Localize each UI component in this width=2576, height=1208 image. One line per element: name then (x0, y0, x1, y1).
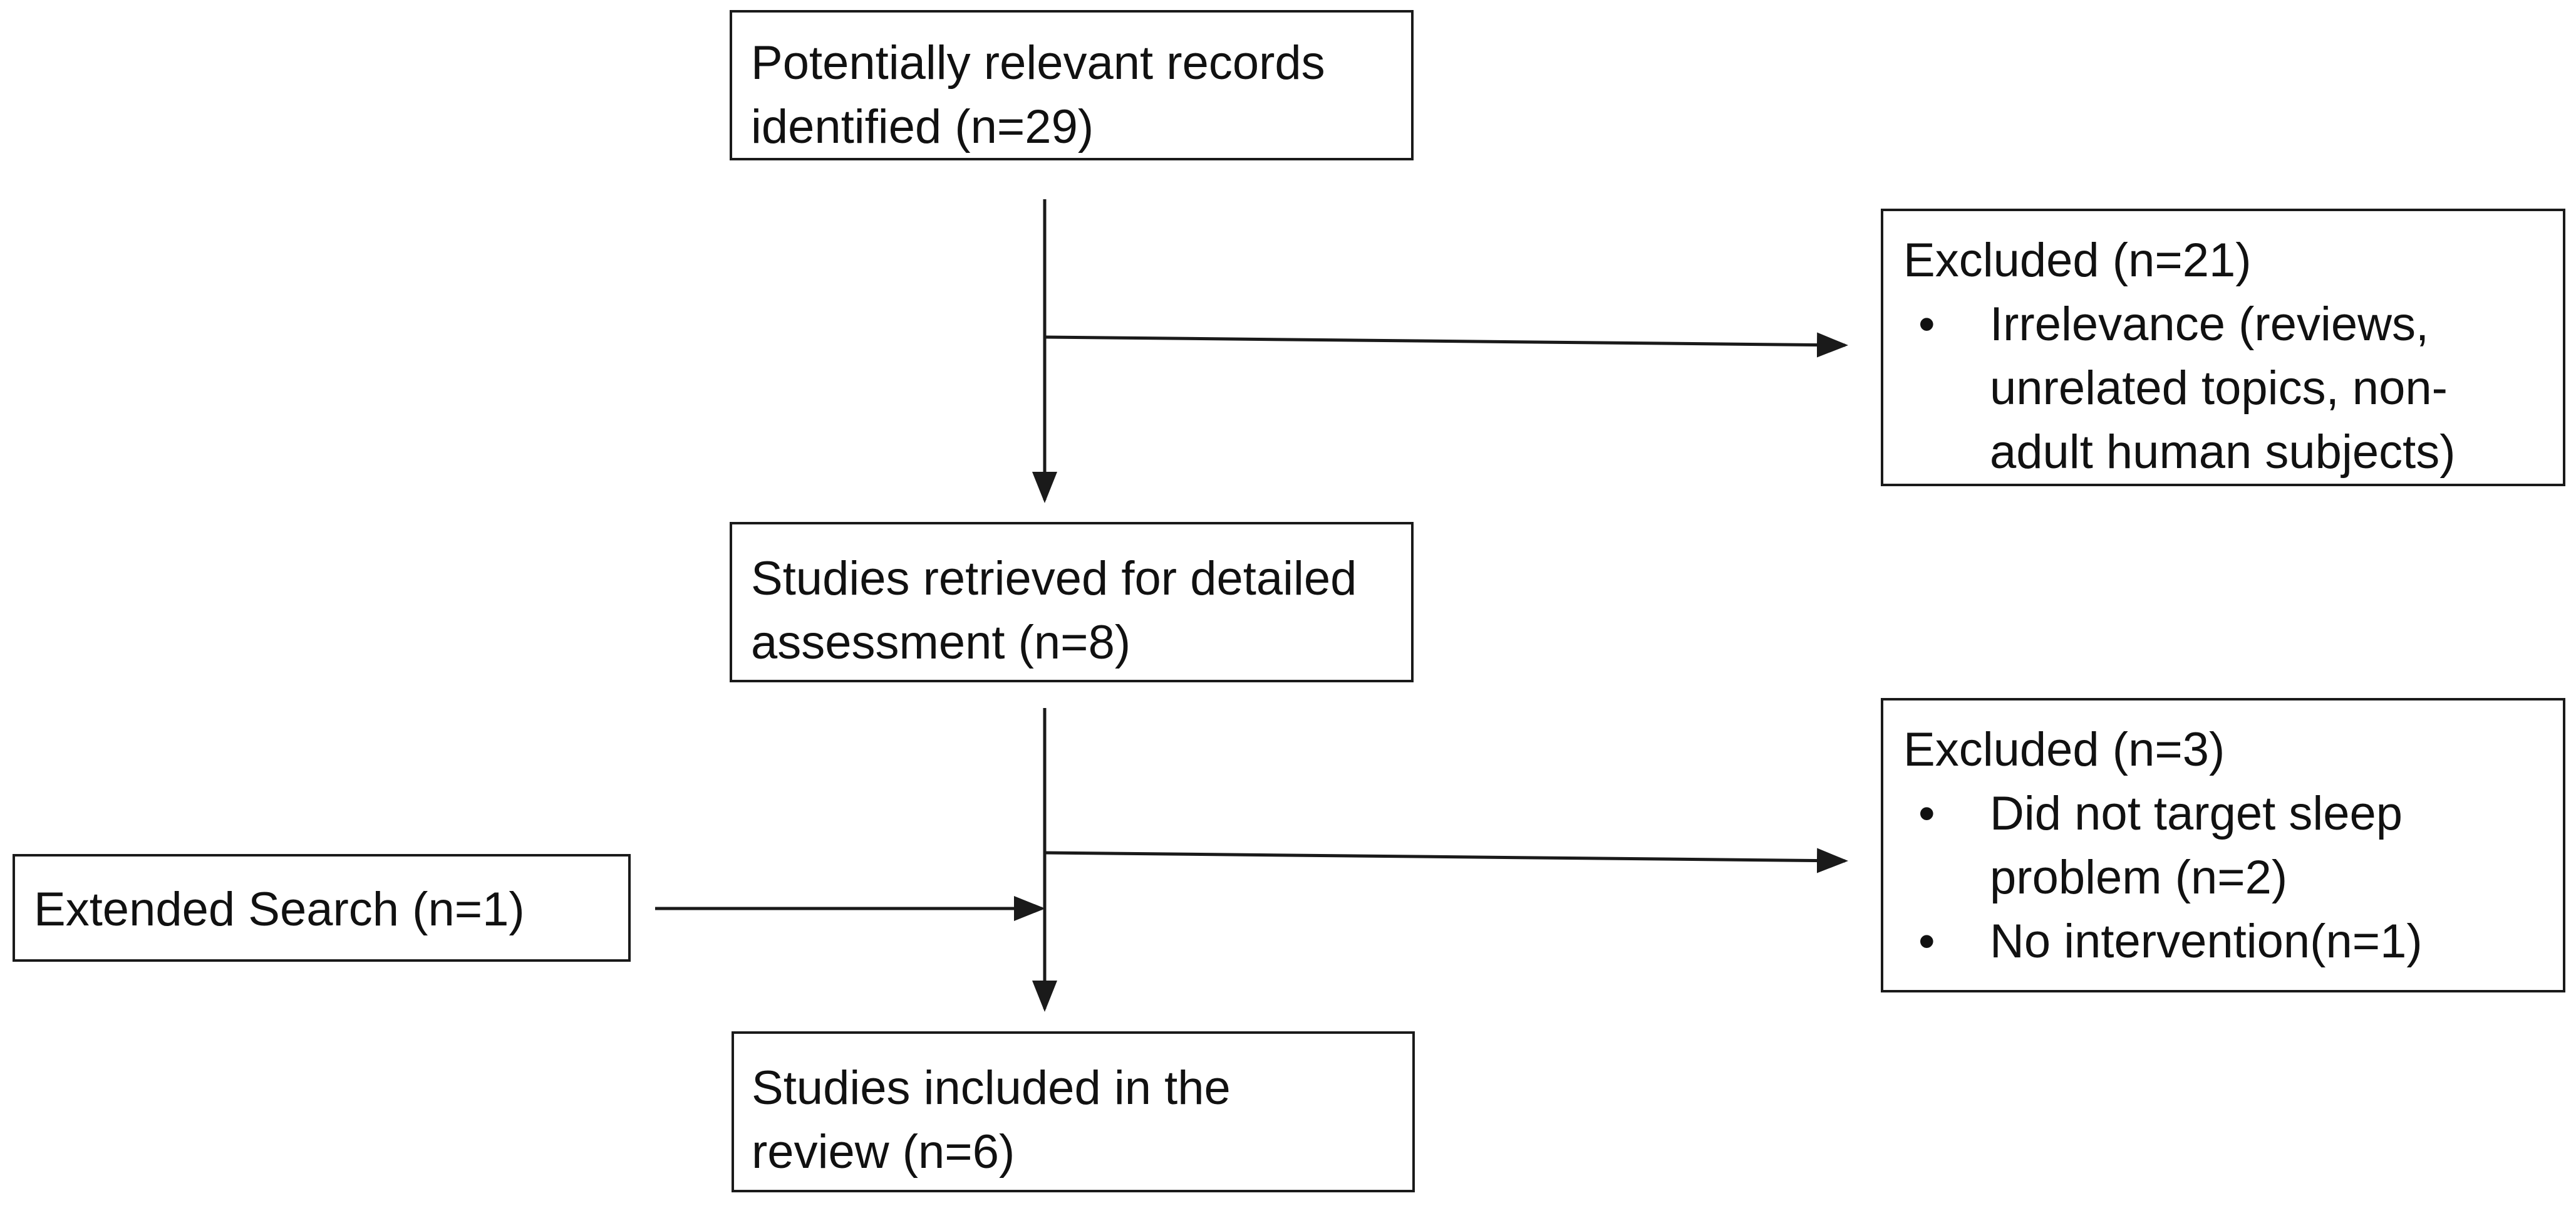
records-identified-line-1: Potentially relevant records (751, 36, 1325, 90)
studies-included-box: Studies included in the review (n=6) (732, 1031, 1415, 1192)
arrow-to-excluded-1 (1044, 332, 1848, 358)
bullet-icon: • (1918, 915, 1935, 968)
list-item: • Did not target sleep problem (n=2) (1903, 782, 2563, 910)
records-identified-box: Potentially relevant records identified … (730, 10, 1414, 160)
records-identified-line-2: identified (n=29) (751, 100, 1094, 154)
excluded-box-1: Excluded (n=21) • Irrelevance (reviews, … (1881, 209, 2565, 486)
excluded-1-item-line-2: unrelated topics, non- (1990, 362, 2448, 415)
extended-search-label: Extended Search (n=1) (34, 883, 525, 936)
studies-included-line-1: Studies included in the (752, 1061, 1231, 1115)
excluded-1-item-line-3: adult human subjects) (1990, 425, 2456, 479)
excluded-2-item-2-line-1: No intervention(n=1) (1990, 915, 2423, 968)
studies-included-line-2: review (n=6) (752, 1125, 1015, 1179)
excluded-1-list: • Irrelevance (reviews, unrelated topics… (1903, 293, 2563, 484)
excluded-1-heading: Excluded (n=21) (1903, 234, 2252, 287)
excluded-2-item-1-line-1: Did not target sleep (1990, 787, 2403, 840)
studies-retrieved-line-2: assessment (n=8) (751, 616, 1131, 669)
excluded-2-list: • Did not target sleep problem (n=2) • N… (1903, 782, 2563, 974)
studies-retrieved-box: Studies retrieved for detailed assessmen… (730, 522, 1414, 682)
bullet-icon: • (1918, 787, 1935, 840)
excluded-box-2: Excluded (n=3) • Did not target sleep pr… (1881, 698, 2565, 992)
excluded-1-item-line-1: Irrelevance (reviews, (1990, 298, 2429, 351)
extended-search-box: Extended Search (n=1) (13, 854, 631, 962)
studies-retrieved-line-1: Studies retrieved for detailed (751, 552, 1357, 605)
list-item: • Irrelevance (reviews, unrelated topics… (1903, 293, 2563, 484)
bullet-icon: • (1918, 298, 1935, 351)
excluded-2-item-1-line-2: problem (n=2) (1990, 851, 2288, 904)
list-item: • No intervention(n=1) (1903, 910, 2563, 974)
excluded-2-heading: Excluded (n=3) (1903, 723, 2225, 776)
arrow-to-excluded-2 (1044, 848, 1848, 873)
